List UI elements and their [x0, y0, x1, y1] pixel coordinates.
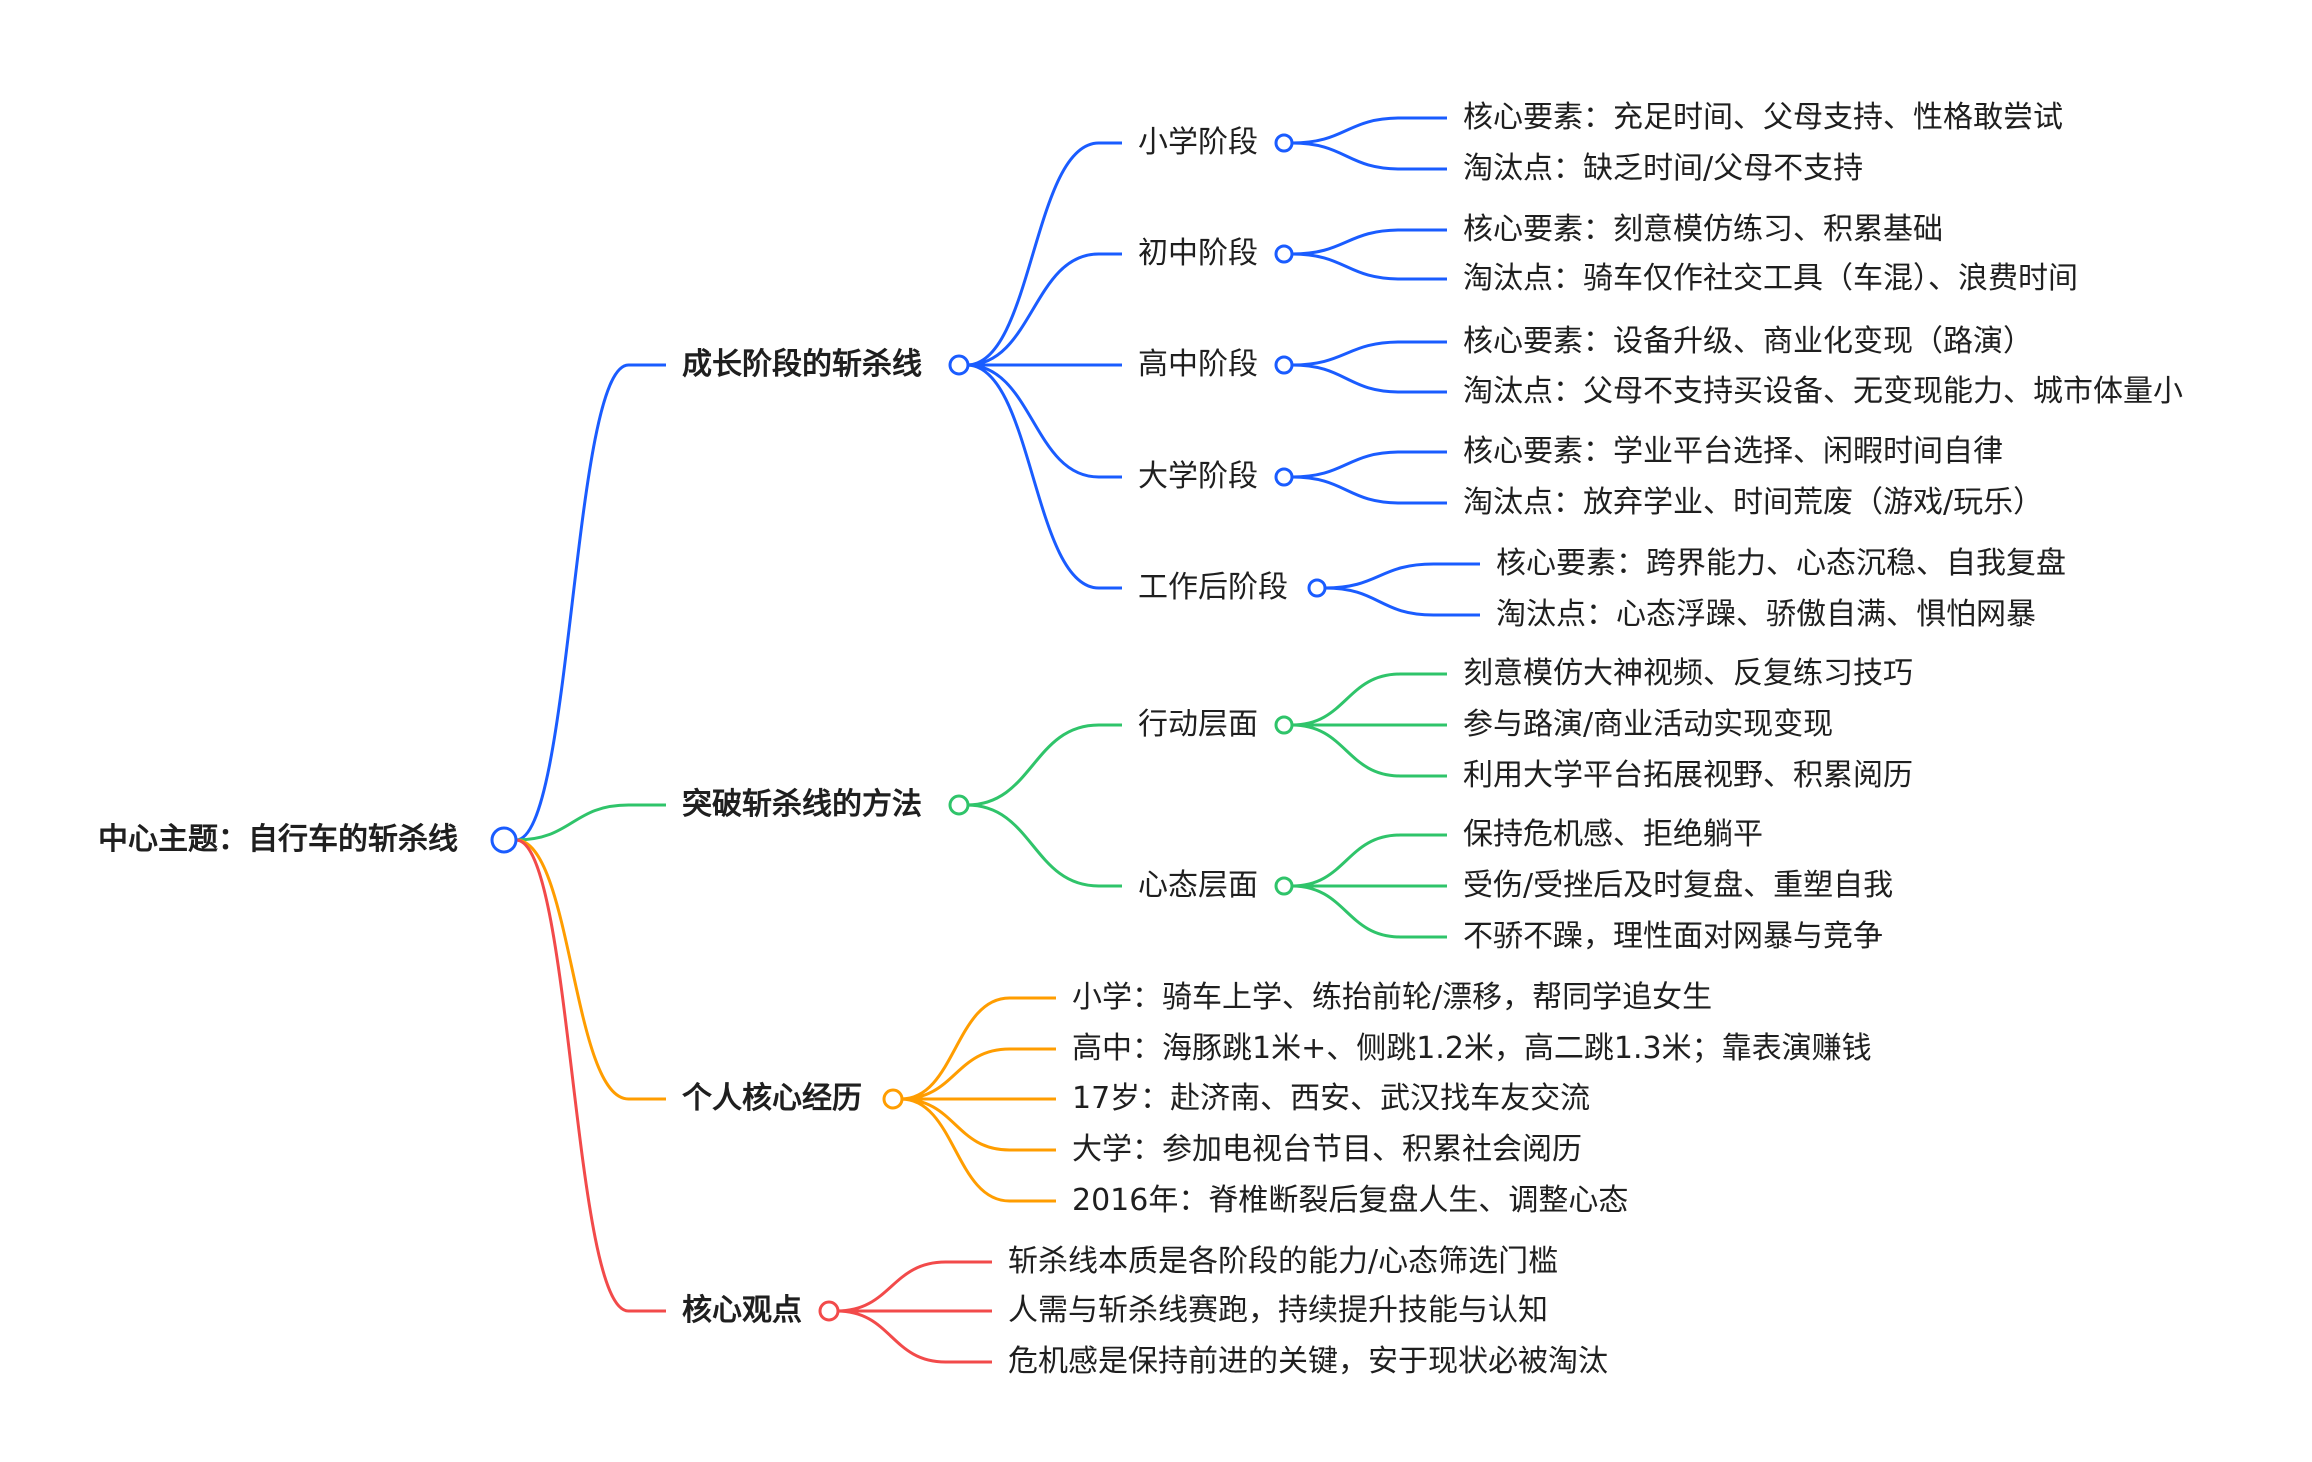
connector-line [966, 803, 1122, 888]
subtopic[interactable]: 工作后阶段 [1138, 570, 1288, 605]
leaf-topic[interactable]: 淘汰点：父母不支持买设备、无变现能力、城市体量小 [1463, 374, 2183, 409]
connector-line [515, 803, 666, 842]
connector-line [966, 363, 1122, 479]
leaf-topic[interactable]: 人需与斩杀线赛跑，持续提升技能与认知 [1008, 1293, 1548, 1328]
leaf-topic[interactable]: 核心要素：学业平台选择、闲暇时间自律 [1463, 434, 2003, 469]
connector-line [1291, 723, 1447, 778]
leaf-topic[interactable]: 危机感是保持前进的关键，安于现状必被淘汰 [1008, 1344, 1608, 1379]
collapse-toggle[interactable] [1274, 876, 1294, 896]
root-topic[interactable]: 中心主题：自行车的斩杀线 [98, 822, 458, 857]
leaf-topic[interactable]: 大学：参加电视台节目、积累社会阅历 [1072, 1132, 1582, 1167]
leaf-topic[interactable]: 核心要素：充足时间、父母支持、性格敢尝试 [1463, 100, 2063, 135]
collapse-toggle[interactable] [818, 1300, 840, 1322]
connector-line [966, 723, 1122, 807]
leaf-topic[interactable]: 淘汰点：放弃学业、时间荒废（游戏/玩乐） [1463, 485, 2044, 520]
leaf-topic[interactable]: 17岁：赴济南、西安、武汉找车友交流 [1072, 1081, 1591, 1116]
branch-topic[interactable]: 个人核心经历 [682, 1081, 862, 1116]
connector-line [900, 1047, 1056, 1101]
subtopic[interactable]: 大学阶段 [1138, 459, 1258, 494]
connector-line [966, 363, 1122, 590]
subtopic[interactable]: 小学阶段 [1138, 125, 1258, 160]
connector-line [1291, 884, 1447, 939]
leaf-topic[interactable]: 刻意模仿大神视频、反复练习技巧 [1463, 656, 1913, 691]
leaf-topic[interactable]: 参与路演/商业活动实现变现 [1463, 707, 1834, 742]
subtopic[interactable]: 初中阶段 [1138, 236, 1258, 271]
connector-line [1291, 340, 1447, 367]
root-collapse-toggle[interactable] [490, 826, 518, 854]
leaf-topic[interactable]: 2016年：脊椎断裂后复盘人生、调整心态 [1072, 1183, 1629, 1218]
collapse-toggle[interactable] [948, 354, 970, 376]
connector-line [1291, 833, 1447, 888]
branch-topic[interactable]: 成长阶段的斩杀线 [682, 347, 922, 382]
leaf-topic[interactable]: 利用大学平台拓展视野、积累阅历 [1463, 758, 1913, 793]
subtopic[interactable]: 高中阶段 [1138, 347, 1258, 382]
leaf-topic[interactable]: 核心要素：刻意模仿练习、积累基础 [1463, 212, 1943, 247]
connector-line [1291, 228, 1447, 256]
leaf-topic[interactable]: 高中：海豚跳1米+、侧跳1.2米，高二跳1.3米；靠表演赚钱 [1072, 1031, 1872, 1066]
connector-line [1291, 475, 1447, 505]
connector-line [900, 1097, 1056, 1152]
connector-line [1324, 562, 1480, 590]
leaf-topic[interactable]: 不骄不躁，理性面对网暴与竞争 [1463, 919, 1883, 954]
leaf-topic[interactable]: 受伤/受挫后及时复盘、重塑自我 [1463, 868, 1894, 903]
connector-line [900, 996, 1056, 1101]
connector-line [966, 252, 1122, 367]
connector-line [900, 1097, 1056, 1203]
connector-line [836, 1309, 992, 1364]
leaf-topic[interactable]: 斩杀线本质是各阶段的能力/心态筛选门槛 [1008, 1244, 1559, 1279]
leaf-topic[interactable]: 淘汰点：缺乏时间/父母不支持 [1463, 151, 1864, 186]
leaf-topic[interactable]: 淘汰点：骑车仅作社交工具（车混）、浪费时间 [1463, 261, 2078, 296]
branch-topic[interactable]: 突破斩杀线的方法 [682, 787, 922, 822]
collapse-toggle[interactable] [1274, 244, 1294, 264]
subtopic[interactable]: 心态层面 [1138, 868, 1258, 903]
leaf-topic[interactable]: 小学：骑车上学、练抬前轮/漂移，帮同学追女生 [1072, 980, 1713, 1015]
leaf-topic[interactable]: 核心要素：跨界能力、心态沉稳、自我复盘 [1496, 546, 2066, 581]
collapse-toggle[interactable] [1274, 133, 1294, 153]
connector-line [1291, 450, 1447, 479]
collapse-toggle[interactable] [1274, 715, 1294, 735]
connector-line [1291, 141, 1447, 171]
collapse-toggle[interactable] [882, 1088, 904, 1110]
connector-line [515, 363, 666, 842]
leaf-topic[interactable]: 保持危机感、拒绝躺平 [1463, 817, 1763, 852]
connector-line [1291, 363, 1447, 394]
collapse-toggle[interactable] [1307, 578, 1327, 598]
collapse-toggle[interactable] [1274, 355, 1294, 375]
subtopic[interactable]: 行动层面 [1138, 707, 1258, 742]
connector-line [1324, 586, 1480, 617]
leaf-topic[interactable]: 核心要素：设备升级、商业化变现（路演） [1463, 324, 2033, 359]
connector-line [966, 141, 1122, 367]
branch-topic[interactable]: 核心观点 [682, 1293, 802, 1328]
connector-line [1291, 252, 1447, 281]
connector-line [836, 1260, 992, 1313]
collapse-toggle[interactable] [1274, 467, 1294, 487]
connector-line [1291, 672, 1447, 727]
connector-line [515, 838, 666, 1101]
connector-line [1291, 116, 1447, 145]
collapse-toggle[interactable] [948, 794, 970, 816]
leaf-topic[interactable]: 淘汰点：心态浮躁、骄傲自满、惧怕网暴 [1496, 597, 2036, 632]
connector-line [515, 838, 666, 1313]
